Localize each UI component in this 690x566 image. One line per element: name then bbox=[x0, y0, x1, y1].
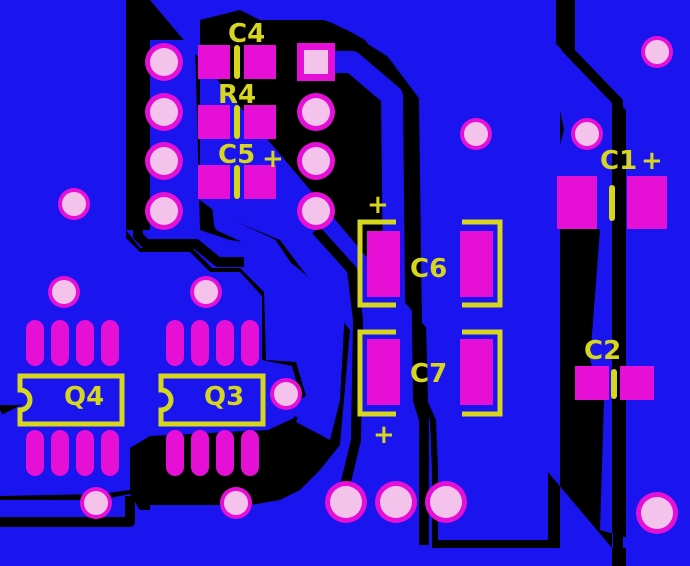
label-c7-polarity: + bbox=[373, 420, 395, 450]
via-header-6 bbox=[297, 142, 335, 180]
via-top-right bbox=[641, 36, 673, 68]
copper-pour-center-left bbox=[126, 40, 345, 440]
trace-gaps bbox=[0, 0, 618, 566]
pad-c4-right bbox=[244, 45, 276, 79]
pad-q3-bot-4 bbox=[241, 430, 259, 476]
pad-r4-left bbox=[198, 105, 230, 139]
via-header-square-hole bbox=[304, 50, 328, 74]
connector-pin-1 bbox=[325, 481, 367, 523]
silkscreen-labels: C4 R4 C5 + C1 + + C6 C7 + C2 Q4 Q3 bbox=[64, 19, 663, 450]
via-header-2 bbox=[145, 93, 183, 131]
pad-q4-bot-4 bbox=[101, 430, 119, 476]
pad-q4-bot-3 bbox=[76, 430, 94, 476]
connector-pin-3 bbox=[425, 481, 467, 523]
via-header-3 bbox=[145, 142, 183, 180]
label-c7: C7 bbox=[410, 359, 447, 389]
silk-q4-body bbox=[17, 373, 125, 427]
via-q3-bottom bbox=[220, 487, 252, 519]
pad-q4-bot-2 bbox=[51, 430, 69, 476]
pad-c2-right bbox=[620, 366, 654, 400]
via-left bbox=[58, 188, 90, 220]
copper-pour-right bbox=[575, 0, 690, 566]
pad-c6-right bbox=[460, 231, 493, 297]
pad-r4-right bbox=[244, 105, 276, 139]
pad-q3-top-2 bbox=[191, 320, 209, 366]
via-header-1 bbox=[145, 43, 183, 81]
via-header-7 bbox=[297, 192, 335, 230]
label-c1-polarity: + bbox=[641, 146, 663, 176]
silk-q3-body bbox=[158, 373, 266, 427]
via-center bbox=[460, 118, 492, 150]
via-c1-left bbox=[571, 118, 603, 150]
label-c4: C4 bbox=[228, 19, 265, 49]
gap-left-column bbox=[133, 0, 244, 267]
label-r4: R4 bbox=[218, 80, 256, 110]
via-header-5 bbox=[297, 93, 335, 131]
via-header-4 bbox=[145, 192, 183, 230]
pad-q3-top-1 bbox=[166, 320, 184, 366]
pad-q3-bot-2 bbox=[191, 430, 209, 476]
pad-q3-bot-1 bbox=[166, 430, 184, 476]
pad-c6-left bbox=[367, 231, 400, 297]
via-q3-right bbox=[270, 378, 302, 410]
label-c6-polarity: + bbox=[367, 190, 389, 220]
pad-c5-left bbox=[198, 165, 230, 199]
via-q3-top bbox=[190, 276, 222, 308]
copper-pour-left bbox=[0, 0, 300, 496]
silk-c6-right-bracket bbox=[462, 219, 503, 308]
label-c5: C5 bbox=[218, 140, 255, 170]
through-holes bbox=[48, 36, 678, 534]
label-c6: C6 bbox=[410, 254, 447, 284]
gap-bottom bbox=[0, 496, 135, 527]
pad-q4-top-4 bbox=[101, 320, 119, 366]
pad-q3-top-3 bbox=[216, 320, 234, 366]
copper-pour-top-center bbox=[250, 0, 560, 230]
gap-trace-main bbox=[339, 29, 429, 545]
pad-c7-right bbox=[460, 339, 493, 405]
pad-c2-left bbox=[575, 366, 609, 400]
pad-q4-bot-1 bbox=[26, 430, 44, 476]
soic-pads bbox=[26, 320, 259, 476]
silkscreen-outlines bbox=[17, 219, 503, 427]
label-c1: C1 bbox=[600, 146, 637, 176]
pad-c5-right bbox=[244, 165, 276, 199]
label-c2: C2 bbox=[584, 336, 621, 366]
label-q3: Q3 bbox=[204, 382, 244, 412]
pad-c1-left bbox=[557, 176, 597, 229]
silkscreen bbox=[234, 45, 617, 399]
gap-right-column bbox=[561, 0, 623, 566]
pad-c4-left bbox=[198, 45, 230, 79]
pad-q3-top-4 bbox=[241, 320, 259, 366]
connector-pin-2 bbox=[375, 481, 417, 523]
via-q4-bottom bbox=[80, 487, 112, 519]
pad-q4-top-2 bbox=[51, 320, 69, 366]
silk-c7-right-bracket bbox=[462, 329, 503, 417]
silk-c6-left-bracket bbox=[357, 219, 396, 308]
silk-c7-left-bracket bbox=[357, 329, 396, 417]
copper-pour-bottom bbox=[0, 470, 600, 566]
label-q4: Q4 bbox=[64, 382, 104, 412]
via-bottom-right bbox=[636, 492, 678, 534]
via-q4-top bbox=[48, 276, 80, 308]
label-c5-polarity: + bbox=[262, 144, 284, 174]
gap-trace-middle bbox=[312, 226, 363, 492]
pad-q4-top-3 bbox=[76, 320, 94, 366]
pad-q4-top-1 bbox=[26, 320, 44, 366]
pad-c1-right bbox=[627, 176, 667, 229]
pad-c7-left bbox=[367, 339, 400, 405]
pad-q3-bot-3 bbox=[216, 430, 234, 476]
trace-c5 bbox=[210, 176, 328, 418]
